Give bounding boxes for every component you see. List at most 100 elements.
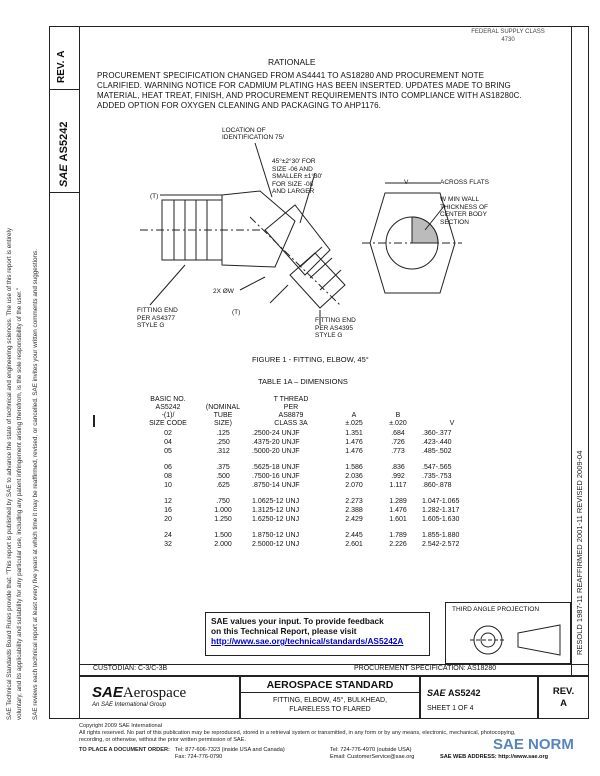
right-strip-history: RESOLD 1987-11 REAFFIRMED 2001-11 REVISE…	[575, 450, 584, 655]
cell-thread: .5625-18 UNJF	[252, 464, 300, 471]
label-thread-t-right: (T)	[232, 309, 241, 316]
cell-tube-size: .625	[216, 482, 230, 489]
footer-web[interactable]: SAE WEB ADDRESS: http://www.sae.org	[440, 754, 549, 760]
label-angle-tolerance: 45°±2°30' FOR SIZE -06 AND SMALLER ±1°30…	[272, 158, 323, 195]
logo-cell	[79, 676, 240, 719]
procurement-spec: PROCUREMENT SPECIFICATION: AS18280	[354, 665, 497, 672]
feedback-link[interactable]: http://www.sae.org/technical/standards/A…	[211, 636, 404, 646]
cell-dim-b: .726	[391, 439, 405, 446]
legal-notice-line1: SAE Technical Standards Board Rules prov…	[6, 227, 13, 720]
cell-dim-a: 1.351	[345, 430, 363, 437]
sae-aerospace-logo: SAEAerospace An SAE International Group	[92, 684, 187, 708]
table-row: 16 1.000 1.3125-12 UNJ 2.388 1.476 1.282-1.31…	[140, 505, 484, 514]
cell-dim-v: .423-.440	[422, 439, 452, 446]
cell-dim-b: 1.601	[389, 516, 407, 523]
cell-dim-a: 2.036	[345, 473, 363, 480]
rev-doc-number: SAE AS5242	[58, 121, 70, 187]
cell-thread: .5000-20 UNJF	[252, 448, 300, 455]
cell-dim-v: 1.855-1.880	[422, 532, 460, 539]
cell-tube-size: .375	[216, 464, 230, 471]
cell-thread: 2.5000-12 UNJ	[252, 541, 300, 548]
cell-dim-b: .992	[391, 473, 405, 480]
cell-tube-size: 1.000	[214, 507, 232, 514]
cell-dim-a: 2.601	[345, 541, 363, 548]
rationale-title: RATIONALE	[268, 57, 316, 67]
cell-dim-b: 2.226	[389, 541, 407, 548]
cell-dim-v: .860-.878	[422, 482, 452, 489]
label-fitting-end-as4395: FITTING END PER AS4395 STYLE G	[315, 317, 356, 339]
header-v: V	[449, 420, 455, 427]
revision-column: REV. A SAE AS5242	[49, 26, 79, 719]
cell-size-code: 08	[164, 473, 172, 480]
footer-copyright: Copyright 2009 SAE International All rig…	[79, 723, 516, 743]
sheet-number: SHEET 1 OF 4	[427, 705, 474, 712]
cell-dim-b: 1.789	[389, 532, 407, 539]
cell-dim-v: .485-.502	[422, 448, 452, 455]
cell-size-code: 32	[164, 541, 172, 548]
cell-tube-size: 1.500	[214, 532, 232, 539]
cell-dim-b: 1.117	[389, 482, 407, 489]
cell-thread: 1.6250-12 UNJ	[252, 516, 300, 523]
feedback-line1: SAE values your input. To provide feedba…	[211, 616, 384, 626]
table-title: TABLE 1A – DIMENSIONS	[258, 377, 348, 386]
cell-tube-size: .250	[216, 439, 230, 446]
cell-size-code: 04	[164, 439, 172, 446]
cell-thread: 1.8750-12 UNJ	[252, 532, 300, 539]
feedback-line2: on this Technical Report, please visit	[211, 626, 357, 636]
table-group-spacer	[140, 489, 484, 496]
cell-dim-v: 1.282-1.317	[422, 507, 460, 514]
cell-dim-a: 2.070	[345, 482, 363, 489]
cell-dim-v: .360-.377	[422, 430, 452, 437]
elbow-outlet	[264, 204, 331, 276]
legal-notice-line3: SAE reviews each technical report at lea…	[32, 249, 39, 720]
feedback-box: SAE values your input. To provide feedba…	[205, 612, 430, 656]
figure-caption: FIGURE 1 - FITTING, ELBOW, 45°	[252, 355, 369, 364]
cell-size-code: 12	[164, 498, 172, 505]
custodian: CUSTODIAN: C-3/C-3B	[93, 665, 168, 672]
standard-title: AEROSPACE STANDARD	[266, 679, 394, 691]
cell-dim-b: 1.289	[389, 498, 407, 505]
rationale-body: PROCUREMENT SPECIFICATION CHANGED FROM A…	[97, 71, 522, 110]
cell-dim-v: 1.605-1.630	[422, 516, 460, 523]
cell-size-code: 10	[164, 482, 172, 489]
table-group-spacer	[140, 455, 484, 462]
cell-thread: .7500-16 UNJF	[252, 473, 300, 480]
footer-tel1: Tel: 877-606-7323 (inside USA and Canada…	[175, 747, 285, 760]
change-bar	[93, 415, 95, 427]
table-header-row: BASIC NO. AS5242 -(1)/ SIZE CODE (NOMINA…	[140, 396, 484, 428]
cell-dim-a: 2.273	[345, 498, 363, 505]
standard-cell	[240, 676, 420, 719]
cell-dim-a: 1.586	[345, 464, 363, 471]
header-thread: T THREAD PER AS8879 CLASS 3A	[273, 396, 309, 427]
document-title: FITTING, ELBOW, 45°, BULKHEAD,FLARELESS …	[272, 697, 388, 713]
rev-label: REV. A	[56, 50, 67, 83]
cell-dim-b: 1.476	[389, 507, 407, 514]
cell-size-code: 20	[164, 516, 172, 523]
cell-size-code: 02	[164, 430, 172, 437]
cell-size-code: 06	[164, 464, 172, 471]
header-nominal-tube: (NOMINAL TUBE SIZE)	[205, 404, 241, 427]
label-location-identification: LOCATION OF IDENTIFICATION 75/	[222, 127, 284, 141]
right-strip-divider	[571, 26, 572, 676]
cell-thread: 1.0625-12 UNJ	[252, 498, 300, 505]
cell-tube-size: .750	[216, 498, 230, 505]
projection-symbol	[470, 624, 561, 656]
cell-thread: .2500-24 UNJF	[252, 430, 300, 437]
cell-dim-a: 2.388	[345, 507, 363, 514]
cell-tube-size: .125	[216, 430, 230, 437]
footer-order: TO PLACE A DOCUMENT ORDER:	[79, 747, 170, 753]
cell-thread: 1.3125-12 UNJ	[252, 507, 300, 514]
cell-dim-v: .735-.753	[422, 473, 452, 480]
hex-body	[221, 190, 296, 268]
cell-dim-a: 1.476	[345, 439, 363, 446]
label-fitting-end-as4377: FITTING END PER AS4377 STYLE G	[137, 307, 178, 329]
cell-size-code: 16	[164, 507, 172, 514]
